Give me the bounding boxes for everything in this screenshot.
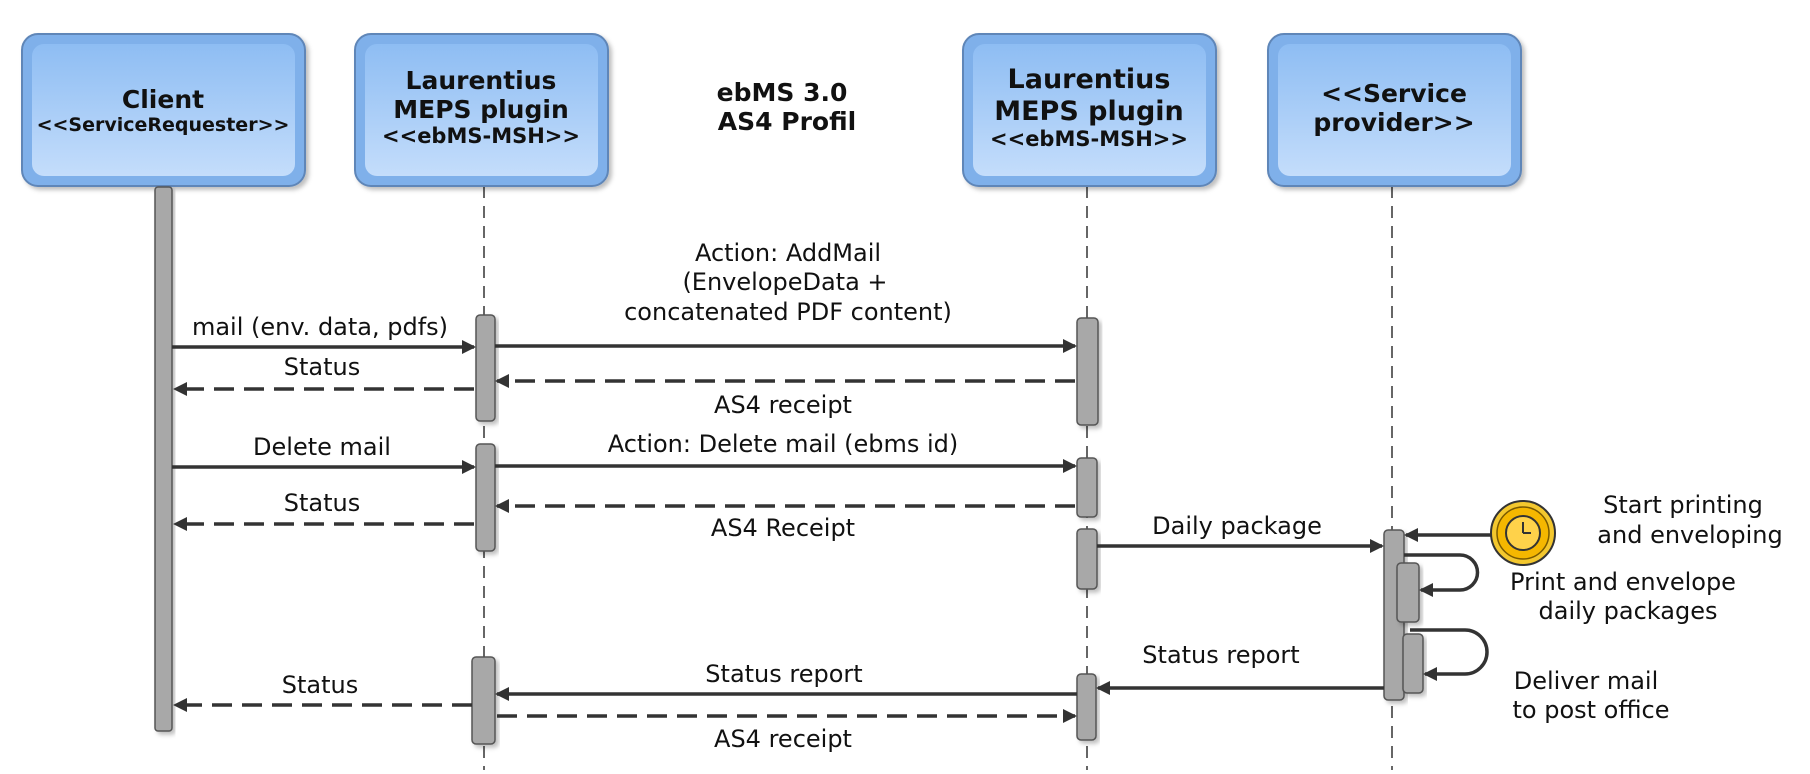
activation-msh1-b <box>475 443 496 552</box>
label-as4-receipt-3: AS4 receipt <box>714 725 852 753</box>
activation-msh2-a <box>1076 317 1099 426</box>
label-daily-package: Daily package <box>1152 512 1322 540</box>
activation-provider-print <box>1396 562 1420 623</box>
arrow-self-print <box>1404 553 1480 597</box>
participant-msh1 <box>354 33 609 187</box>
label-delete-mail: Delete mail <box>253 433 391 461</box>
msh1-stereotype: <<ebMS-MSH>> <box>382 124 580 148</box>
participant-client <box>21 33 306 187</box>
label-as4-receipt-2: AS4 Receipt <box>711 514 855 542</box>
label-status-3: Status <box>282 671 358 699</box>
label-delete-action: Action: Delete mail (ebms id) <box>608 430 959 458</box>
msh2-stereotype: <<ebMS-MSH>> <box>990 127 1188 151</box>
activation-msh2-b <box>1076 457 1098 518</box>
activation-msh2-d <box>1076 673 1097 741</box>
activation-bars <box>154 186 1424 745</box>
messages <box>172 339 1493 723</box>
msh1-name-line1: Laurentius <box>406 66 557 95</box>
label-mail: mail (env. data, pdfs) <box>192 313 448 341</box>
provider-name-line1: <<Service <box>1321 79 1467 108</box>
participant-msh2 <box>962 33 1217 187</box>
label-status-1: Status <box>284 353 360 381</box>
client-name: Client <box>122 85 204 114</box>
label-deliver-1: Deliver mail <box>1514 667 1658 695</box>
msh2-name-line1: Laurentius <box>1008 64 1171 95</box>
label-timer-1: Start printing <box>1603 491 1763 519</box>
label-deliver-2: to post office <box>1512 696 1669 724</box>
label-print-2: daily packages <box>1539 597 1718 625</box>
diagram-title-line1: ebMS 3.0 <box>717 78 848 107</box>
diagram-title-line2: AS4 Profil <box>718 107 856 136</box>
label-status-report-mid: Status report <box>705 660 862 688</box>
label-print-1: Print and envelope <box>1510 568 1736 596</box>
client-stereotype: <<ServiceRequester>> <box>37 114 290 136</box>
msh1-name-line2: MEPS plugin <box>393 95 569 124</box>
activation-msh2-c <box>1076 528 1098 590</box>
participant-provider <box>1267 33 1522 187</box>
label-addmail-2: (EnvelopeData + <box>682 268 887 296</box>
activation-provider-deliver <box>1402 633 1424 694</box>
arrow-self-deliver <box>1410 628 1489 681</box>
label-status-2: Status <box>284 489 360 517</box>
label-addmail-1: Action: AddMail <box>695 239 881 267</box>
activation-client <box>154 186 173 732</box>
provider-name-line2: provider>> <box>1313 108 1474 137</box>
clock-icon <box>1490 500 1556 566</box>
label-addmail-3: concatenated PDF content) <box>624 298 952 326</box>
label-as4-receipt-1: AS4 receipt <box>714 391 852 419</box>
label-timer-2: and enveloping <box>1597 521 1782 549</box>
label-status-report-right: Status report <box>1142 641 1299 669</box>
msh2-name-line2: MEPS plugin <box>994 96 1184 127</box>
activation-msh1-c <box>471 656 496 745</box>
activation-msh1-a <box>475 314 496 422</box>
